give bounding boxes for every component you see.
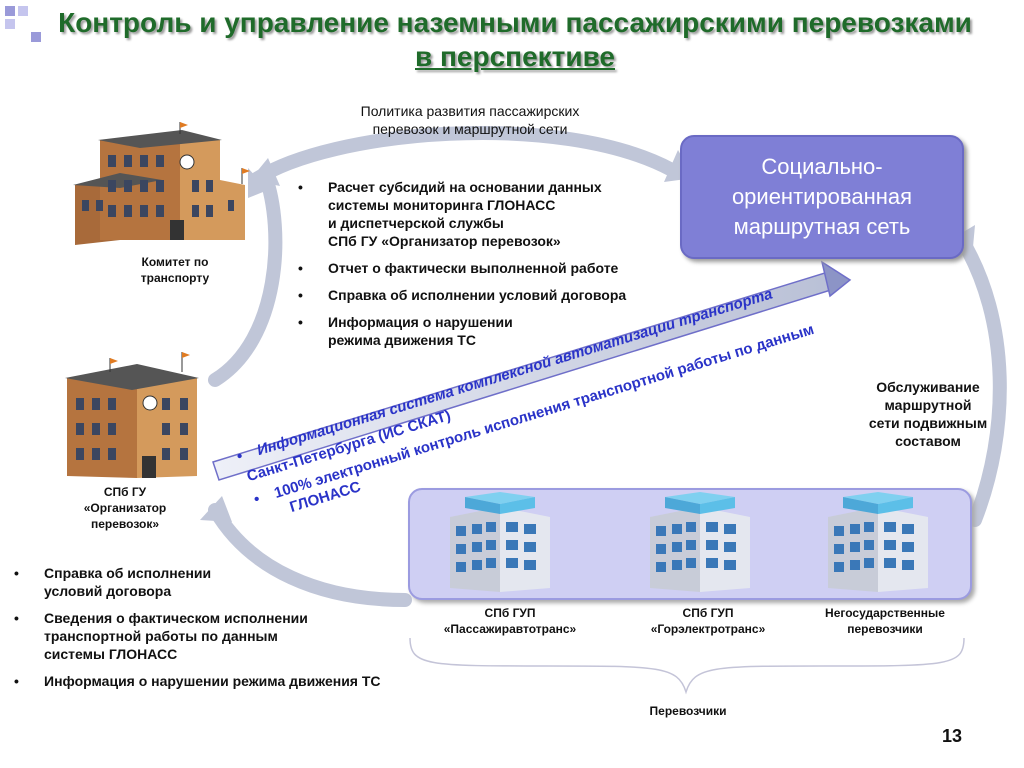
carrier-label-1: СПб ГУП «Пассажиравтотранс» — [443, 606, 577, 636]
top-bullet-item: Расчет субсидий на основании данных сист… — [298, 178, 698, 250]
committee-label: Комитет по транспорту — [100, 254, 250, 286]
carrier-2-building-icon — [650, 492, 750, 592]
policy-caption-line-1: Политика развития пассажирских — [360, 103, 580, 119]
bottom-bullet-item: Информация о нарушении режима движения Т… — [14, 672, 434, 690]
decor-square-2 — [18, 6, 28, 16]
carriers-brace — [409, 637, 965, 695]
committee-building-icon — [73, 122, 250, 245]
carrier-label-3: Негосударственные перевозчики — [825, 606, 945, 636]
bottom-bullet-item: Сведения о фактическом исполнении трансп… — [14, 609, 434, 663]
carrier-label-2: СПб ГУП «Горэлектротранс» — [650, 606, 766, 636]
top-bullet-list: Расчет субсидий на основании данных сист… — [298, 178, 698, 358]
organizer-label-line-2: «Организатор — [83, 501, 167, 515]
carriers-group-label: Перевозчики — [649, 704, 727, 718]
social-box-line-3: маршрутная сеть — [733, 214, 911, 239]
service-label-line-1: Обслуживание — [876, 379, 980, 395]
title-line-2: в перспективе — [415, 41, 615, 72]
decor-square-4 — [31, 32, 41, 42]
social-box-line-1: Социально- — [761, 154, 883, 179]
bottom-bullet-list: Справка об исполнении условий договора С… — [14, 564, 434, 699]
policy-caption: Политика развития пассажирских перевозок… — [290, 102, 650, 138]
service-label-line-4: составом — [895, 433, 961, 449]
carrier-3-building-icon — [828, 492, 928, 592]
info-arrow-head — [820, 260, 852, 298]
decor-square-3 — [5, 19, 15, 29]
organizer-label-line-3: перевозок» — [91, 517, 159, 531]
page-title: Контроль и управление наземными пассажир… — [20, 6, 1010, 74]
page-number: 13 — [941, 726, 962, 746]
social-box-line-2: ориентированная — [731, 184, 913, 209]
service-label-line-3: сети подвижным — [868, 415, 988, 431]
service-label-line-2: маршрутной — [884, 397, 972, 413]
arc-arrow-bottom-head — [200, 496, 232, 522]
arc-arrow-left — [208, 168, 283, 387]
organizer-label-line-1: СПб ГУ — [103, 485, 147, 499]
bottom-bullet-item: Справка об исполнении условий договора — [14, 564, 434, 600]
organizer-building-icon — [65, 352, 199, 478]
committee-label-line-2: транспорту — [140, 271, 210, 285]
social-network-box: Социально- ориентированная маршрутная се… — [680, 135, 964, 259]
decor-square-1 — [5, 6, 15, 16]
arc-arrow-left-head — [250, 158, 280, 186]
organizer-label: СПб ГУ «Организатор перевозок» — [50, 484, 200, 532]
carrier-1-building-icon — [450, 492, 550, 592]
committee-label-line-1: Комитет по — [141, 255, 209, 269]
arc-arrow-right — [955, 233, 1007, 527]
top-bullet-item: Информация о нарушении режима движения Т… — [298, 313, 698, 349]
policy-caption-line-2: перевозок и маршрутной сети — [372, 121, 568, 137]
title-line-1: Контроль и управление наземными пассажир… — [58, 7, 972, 38]
arc-arrow-top — [248, 126, 679, 187]
top-bullet-item: Справка об исполнении условий договора — [298, 286, 698, 304]
top-bullet-item: Отчет о фактически выполненной работе — [298, 259, 698, 277]
service-label: Обслуживание маршрутной сети подвижным с… — [848, 378, 1008, 450]
